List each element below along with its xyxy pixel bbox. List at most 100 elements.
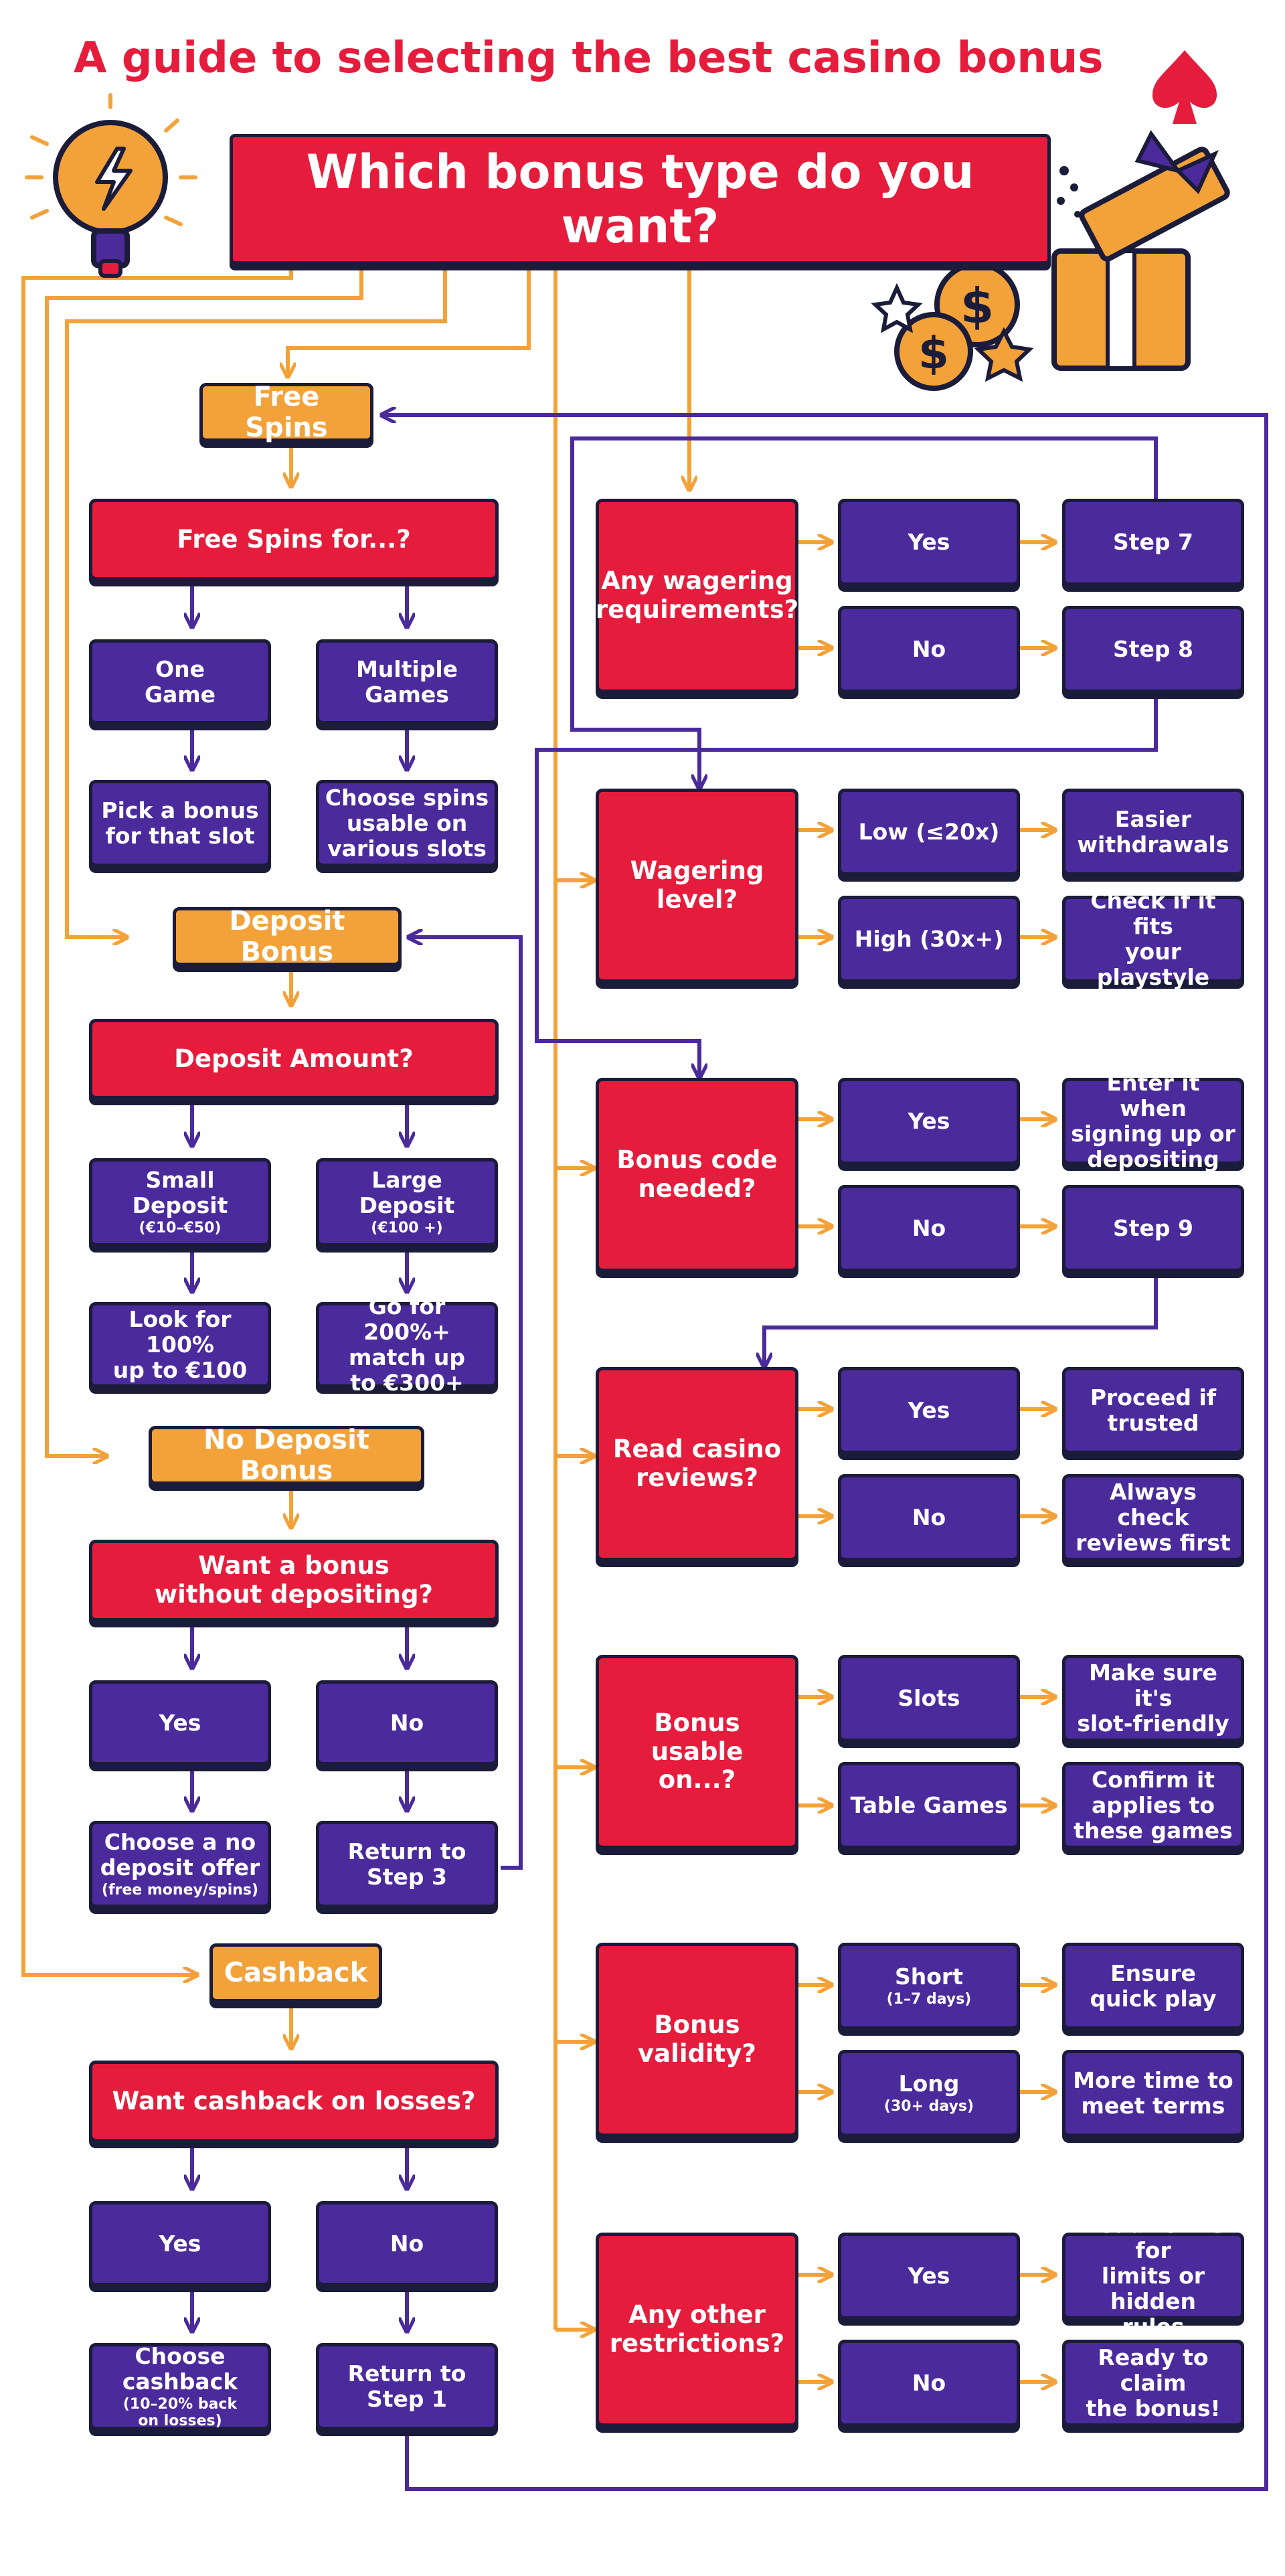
main-question: Which bonus type do you want? [230, 134, 1051, 264]
category-deposit-bonus[interactable]: Deposit Bonus [173, 906, 402, 967]
level-option-low[interactable]: Low (≤20x) [838, 789, 1020, 876]
category-cashback-label: Cashback [224, 1957, 368, 1988]
reviews-option-no[interactable]: No [838, 1474, 1020, 1561]
category-no-deposit-bonus[interactable]: No Deposit Bonus [149, 1425, 424, 1486]
restrict-result-no: Ready to claim the bonus! [1062, 2340, 1244, 2427]
code-result-no[interactable]: Step 9 [1062, 1185, 1244, 1272]
category-cashback[interactable]: Cashback [209, 1943, 382, 2002]
dep-question: Deposit Amount? [89, 1019, 499, 1099]
validity-option-long-sub: (30+ days) [883, 2098, 974, 2115]
line-to-cashback [21, 264, 293, 1975]
fs-option-one-game[interactable]: One Game [89, 639, 271, 724]
wager-result-no[interactable]: Step 8 [1062, 606, 1244, 693]
validity-result-short-label: Ensure quick play [1090, 1960, 1217, 2012]
dep-question-label: Deposit Amount? [174, 1044, 414, 1073]
cb-option-yes[interactable]: Yes [89, 2201, 271, 2286]
usable-option-slots-label: Slots [897, 1685, 960, 1712]
reviews-question-label: Read casino reviews? [612, 1435, 782, 1492]
cb-result-no[interactable]: Return to Step 1 [316, 2343, 498, 2430]
usable-question: Bonus usable on...? [596, 1655, 798, 1849]
level-result-low-label: Easier withdrawals [1077, 806, 1229, 858]
nd-result-no[interactable]: Return to Step 3 [316, 1821, 498, 1908]
reviews-option-no-label: No [912, 1504, 946, 1531]
loop-step7 [570, 436, 1158, 789]
usable-option-slots[interactable]: Slots [838, 1655, 1020, 1742]
validity-result-long-label: More time to meet terms [1073, 2067, 1233, 2119]
restrict-option-no-label: No [912, 2370, 946, 2397]
category-free-spins[interactable]: Free Spins [199, 382, 373, 443]
dep-result-small-label: Look for 100% up to €100 [112, 1306, 248, 1383]
level-question-label: Wagering level? [630, 856, 764, 914]
fs-question: Free Spins for...? [89, 499, 499, 580]
fs-result-one-game-label: Pick a bonus for that slot [101, 797, 259, 849]
dep-result-large-label: Go for 200%+ match up to €300+ [348, 1293, 466, 1396]
usable-question-label: Bonus usable on...? [651, 1708, 744, 1795]
dep-option-small[interactable]: Small Deposit(€10–€50) [89, 1158, 271, 1246]
cb-option-no-label: No [390, 2230, 424, 2257]
dep-result-large: Go for 200%+ match up to €300+ [316, 1294, 498, 1395]
level-option-high[interactable]: High (30x+) [838, 896, 1020, 983]
dep-option-small-sub: (€10–€50) [139, 1220, 222, 1237]
nd-option-yes[interactable]: Yes [89, 1680, 271, 1765]
code-result-yes-label: Enter it when signing up or depositing [1071, 1070, 1235, 1172]
validity-option-long[interactable]: Long(30+ days) [838, 2050, 1020, 2137]
usable-result-table: Confirm it applies to these games [1062, 1762, 1244, 1849]
dep-option-small-label: Small Deposit [132, 1167, 228, 1219]
code-option-yes-label: Yes [908, 1108, 950, 1135]
usable-option-table[interactable]: Table Games [838, 1762, 1020, 1849]
validity-option-short-sub: (1–7 days) [886, 1991, 972, 2008]
reviews-result-no-label: Always check reviews first [1076, 1479, 1231, 1556]
wager-result-yes[interactable]: Step 7 [1062, 499, 1244, 586]
cb-option-yes-label: Yes [159, 2230, 201, 2257]
wager-option-no[interactable]: No [838, 606, 1020, 693]
validity-option-short[interactable]: Short(1–7 days) [838, 1943, 1020, 2030]
category-free-spins-label: Free Spins [245, 382, 328, 443]
validity-result-long: More time to meet terms [1062, 2050, 1244, 2137]
cb-question: Want cashback on losses? [89, 2061, 499, 2142]
restrict-result-no-label: Ready to claim the bonus! [1086, 2344, 1221, 2421]
restrict-option-yes-label: Yes [908, 2263, 950, 2289]
nd-result-yes: Choose a no deposit offer(free money/spi… [89, 1821, 271, 1908]
code-option-yes[interactable]: Yes [838, 1078, 1020, 1165]
nd-question-label: Want a bonus without depositing? [154, 1551, 434, 1609]
line-to-free-spins [288, 264, 531, 377]
nd-result-no-label: Return to Step 3 [347, 1838, 466, 1890]
cb-result-yes-label: Choose cashback [122, 2342, 238, 2395]
line-to-deposit [65, 264, 447, 937]
fs-result-multiple-games: Choose spins usable on various slots [316, 780, 498, 867]
restrict-option-no[interactable]: No [838, 2340, 1020, 2427]
restrict-result-yes: Read terms for limits or hidden rules [1062, 2212, 1244, 2339]
fs-result-one-game: Pick a bonus for that slot [89, 780, 271, 867]
reviews-result-yes-label: Proceed if trusted [1090, 1384, 1217, 1436]
reviews-option-yes-label: Yes [908, 1397, 950, 1424]
nd-question: Want a bonus without depositing? [89, 1540, 499, 1621]
cb-option-no[interactable]: No [316, 2201, 498, 2286]
dep-option-large[interactable]: Large Deposit(€100 +) [316, 1158, 498, 1246]
code-question: Bonus code needed? [596, 1078, 798, 1272]
reviews-question: Read casino reviews? [596, 1367, 798, 1561]
category-no-deposit-bonus-label: No Deposit Bonus [203, 1425, 369, 1486]
wager-option-yes[interactable]: Yes [838, 499, 1020, 586]
loop-step9 [764, 1275, 1158, 1367]
fs-option-multiple-games[interactable]: Multiple Games [316, 639, 498, 724]
nd-option-no[interactable]: No [316, 1680, 498, 1765]
nd-option-yes-label: Yes [159, 1709, 201, 1736]
wager-result-yes-label: Step 7 [1113, 529, 1193, 556]
fs-result-multiple-games-label: Choose spins usable on various slots [325, 785, 489, 862]
code-result-yes: Enter it when signing up or depositing [1062, 1070, 1244, 1172]
nd-result-yes-sub: (free money/spins) [101, 1882, 259, 1899]
reviews-option-yes[interactable]: Yes [838, 1367, 1020, 1454]
dep-option-large-label: Large Deposit [359, 1167, 455, 1219]
validity-option-short-label: Short [895, 1963, 963, 1990]
level-result-low: Easier withdrawals [1062, 789, 1244, 876]
cb-result-yes-sub: (10–20% back on losses) [122, 2395, 238, 2429]
nd-result-yes-label: Choose a no deposit offer [100, 1829, 260, 1881]
code-option-no[interactable]: No [838, 1185, 1020, 1272]
restrict-question: Any other restrictions? [596, 2233, 798, 2427]
usable-option-table-label: Table Games [850, 1792, 1008, 1819]
fs-option-multiple-games-label: Multiple Games [355, 655, 458, 708]
restrict-option-yes[interactable]: Yes [838, 2233, 1020, 2320]
line-to-no-deposit [45, 264, 363, 1456]
wager-option-no-label: No [912, 636, 946, 663]
